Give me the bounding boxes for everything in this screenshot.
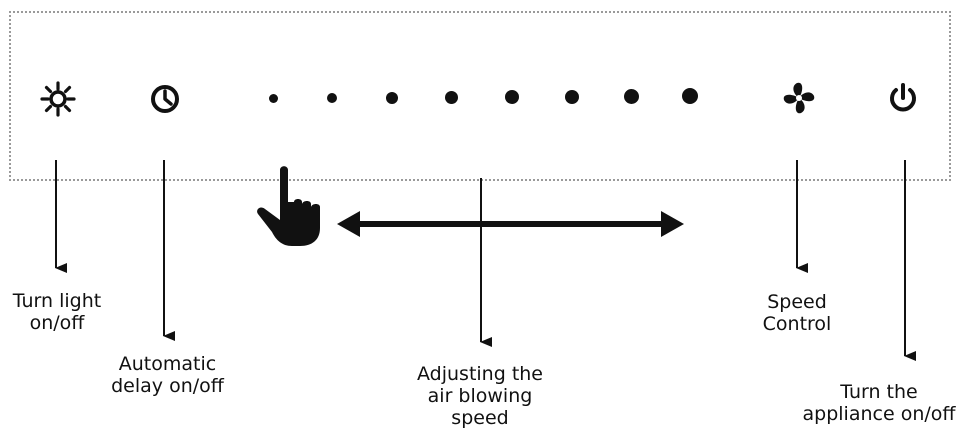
- slider-label-line-2: air blowing: [427, 385, 533, 407]
- slider-label-line-3: speed: [451, 407, 509, 429]
- power-icon: [890, 83, 916, 112]
- delay-label-line-1: Automatic: [118, 353, 217, 375]
- speed-control-label-line-2: Control: [762, 313, 832, 335]
- speed-level-8[interactable]: [682, 88, 698, 104]
- light-button[interactable]: [38, 79, 78, 119]
- light-label-line-1: Turn light: [12, 290, 102, 312]
- clock-icon: [151, 85, 179, 113]
- fan-icon: [783, 82, 815, 114]
- speed-level-2[interactable]: [327, 93, 337, 103]
- slider-label-line-1: Adjusting the: [417, 363, 543, 385]
- light-label-line-2: on/off: [29, 312, 85, 334]
- speed-level-7[interactable]: [624, 89, 639, 104]
- speed-level-1[interactable]: [269, 94, 278, 103]
- slider-label: Adjusting the air blowing speed: [405, 363, 555, 429]
- light-label: Turn light on/off: [12, 290, 102, 334]
- speed-level-6[interactable]: [565, 90, 579, 104]
- sun-icon: [40, 81, 76, 117]
- speed-level-4[interactable]: [445, 91, 458, 104]
- speed-level-5[interactable]: [505, 90, 519, 104]
- speed-control-label-line-1: Speed: [767, 291, 827, 313]
- power-label-line-1: Turn the: [840, 381, 918, 403]
- speed-control-label: Speed Control: [752, 291, 842, 335]
- delay-timer-button[interactable]: [145, 79, 185, 119]
- power-button[interactable]: [883, 79, 923, 119]
- delay-label: Automatic delay on/off: [95, 353, 240, 397]
- speed-level-3[interactable]: [386, 92, 398, 104]
- delay-label-line-2: delay on/off: [111, 375, 224, 397]
- power-label-line-2: appliance on/off: [802, 403, 956, 425]
- speed-control-button[interactable]: [779, 78, 819, 118]
- pointing-hand-icon: [250, 162, 340, 252]
- power-label: Turn the appliance on/off: [790, 381, 968, 425]
- slide-double-arrow: [337, 211, 684, 237]
